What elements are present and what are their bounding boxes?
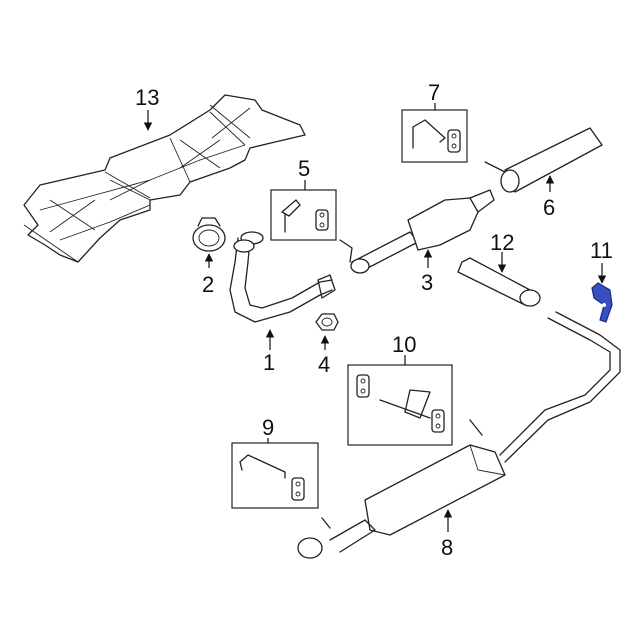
part-7-hanger-kit[interactable] bbox=[401, 109, 468, 163]
callout-1: 1 bbox=[263, 350, 275, 375]
callout-9: 9 bbox=[262, 415, 274, 440]
part-5-hanger-kit[interactable] bbox=[270, 189, 337, 241]
part-6-pipe[interactable] bbox=[484, 127, 603, 193]
leader-arrows bbox=[143, 103, 607, 532]
part-2-clamp[interactable] bbox=[192, 217, 226, 252]
part-10-hanger-kit[interactable] bbox=[347, 364, 453, 446]
part-8-muffler[interactable] bbox=[297, 311, 621, 559]
part-13-heat-shield[interactable] bbox=[23, 94, 306, 263]
part-11-bracket[interactable] bbox=[591, 282, 613, 323]
part-9-hanger-kit[interactable] bbox=[231, 442, 319, 509]
callout-6: 6 bbox=[543, 195, 555, 220]
callout-3: 3 bbox=[421, 270, 433, 295]
callout-11: 11 bbox=[590, 238, 613, 263]
callout-5: 5 bbox=[298, 156, 310, 181]
callout-4: 4 bbox=[318, 352, 330, 377]
callout-10: 10 bbox=[392, 332, 416, 357]
part-3-catalytic-converter[interactable] bbox=[339, 189, 495, 274]
callout-13: 13 bbox=[135, 85, 159, 110]
part-1-front-pipe[interactable] bbox=[229, 231, 336, 323]
callout-12: 12 bbox=[490, 230, 514, 255]
callout-2: 2 bbox=[202, 272, 214, 297]
callout-labels: 13 2 1 4 5 3 7 6 12 11 10 9 8 bbox=[135, 80, 613, 560]
part-12-pipe[interactable] bbox=[457, 257, 541, 307]
callout-8: 8 bbox=[441, 535, 453, 560]
callout-7: 7 bbox=[428, 80, 440, 105]
part-4-nut[interactable] bbox=[315, 313, 339, 331]
